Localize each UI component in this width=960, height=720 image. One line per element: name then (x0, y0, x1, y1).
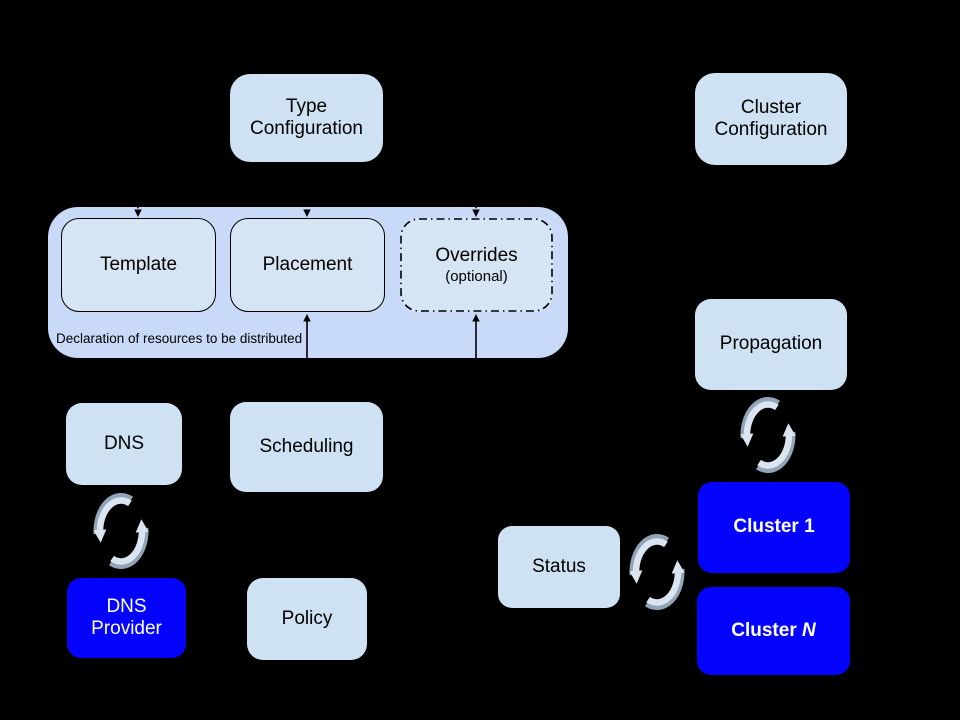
node-label: Cluster 1 (733, 516, 815, 538)
resource-group-caption: Declaration of resources to be distribut… (56, 331, 303, 346)
node-placement: Placement (230, 218, 385, 312)
node-template: Template (61, 218, 216, 312)
node-cluster-configuration: Cluster Configuration (695, 73, 847, 165)
node-label: Status (532, 555, 586, 577)
node-type-configuration: Type Configuration (230, 74, 383, 162)
node-label: Cluster N (731, 619, 816, 641)
sync-icon (97, 497, 145, 566)
node-dns: DNS (66, 403, 182, 485)
node-status: Status (498, 526, 620, 608)
node-dns-provider: DNS Provider (67, 578, 186, 658)
sync-icon (633, 538, 681, 607)
node-label: DNS (103, 432, 145, 454)
node-label: Placement (262, 253, 353, 275)
node-sublabel: (optional) (445, 267, 508, 285)
node-policy: Policy (247, 578, 367, 660)
node-scheduling: Scheduling (230, 402, 383, 492)
node-label: Template (99, 253, 178, 275)
node-overrides: Overrides (optional) (400, 218, 553, 312)
node-label: Type Configuration (249, 95, 364, 139)
node-cluster-n: Cluster N (697, 587, 850, 675)
node-label: Propagation (719, 333, 823, 355)
node-cluster-1: Cluster 1 (698, 482, 850, 573)
node-label: Scheduling (259, 435, 354, 457)
node-label: Cluster Configuration (714, 96, 828, 140)
node-label: Policy (281, 607, 333, 629)
sync-icon (744, 401, 792, 470)
node-propagation: Propagation (695, 299, 847, 390)
node-label: Overrides (435, 245, 518, 267)
node-label: DNS Provider (91, 595, 162, 639)
